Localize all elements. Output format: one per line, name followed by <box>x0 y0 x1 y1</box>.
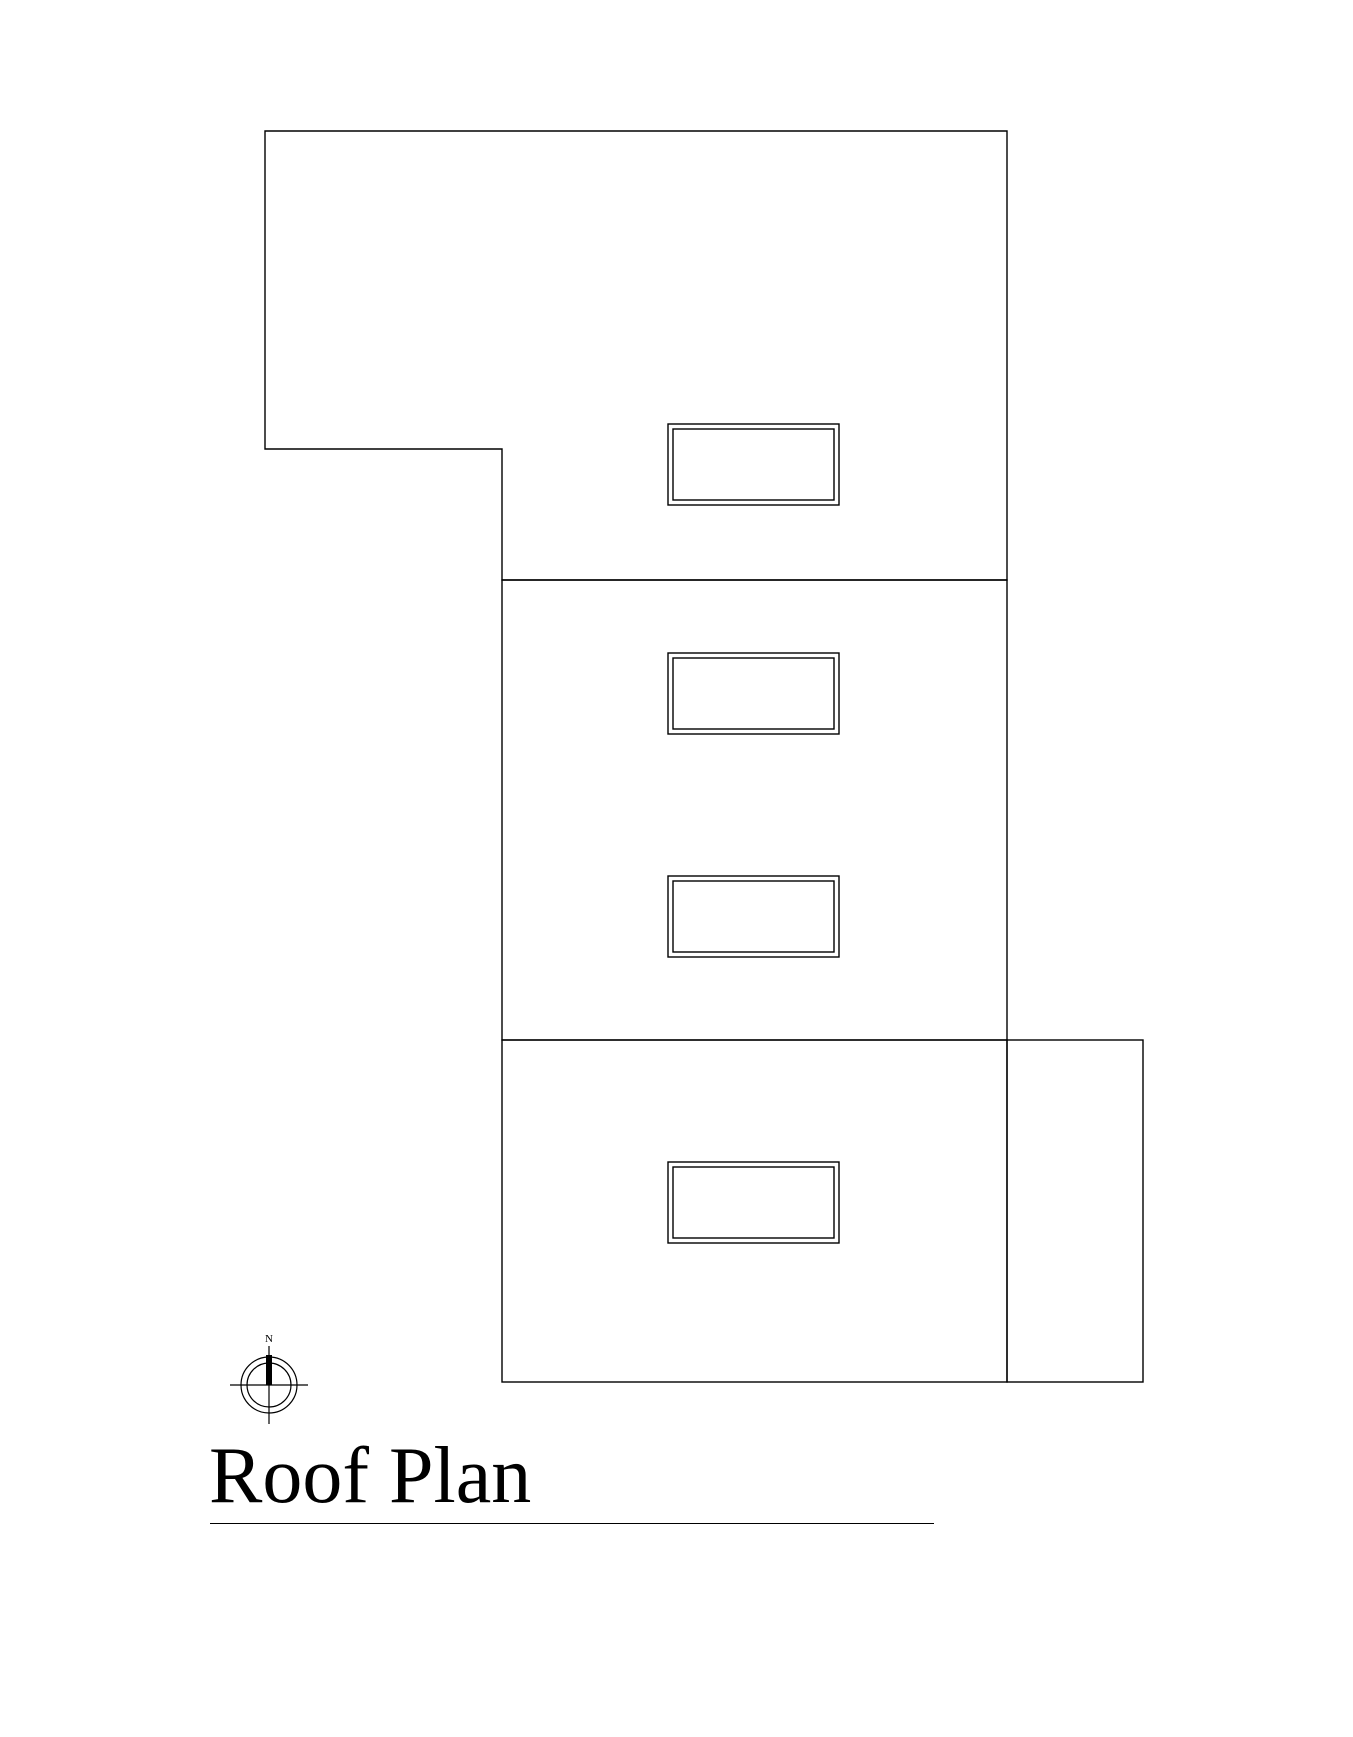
north-label: N <box>265 1333 273 1345</box>
skylight-2 <box>667 652 840 735</box>
skylight-3 <box>667 875 840 958</box>
roof-section-middle <box>501 579 1008 1041</box>
roof-section-upper <box>264 130 1008 581</box>
drawing-title: Roof Plan <box>209 1432 532 1520</box>
north-arrow-icon: N <box>230 1333 308 1424</box>
roof-section-annex <box>1006 1039 1144 1383</box>
skylight-1 <box>667 423 840 506</box>
skylight-4 <box>667 1161 840 1244</box>
title-underline <box>210 1523 934 1524</box>
roof-section-lower <box>501 1039 1008 1383</box>
